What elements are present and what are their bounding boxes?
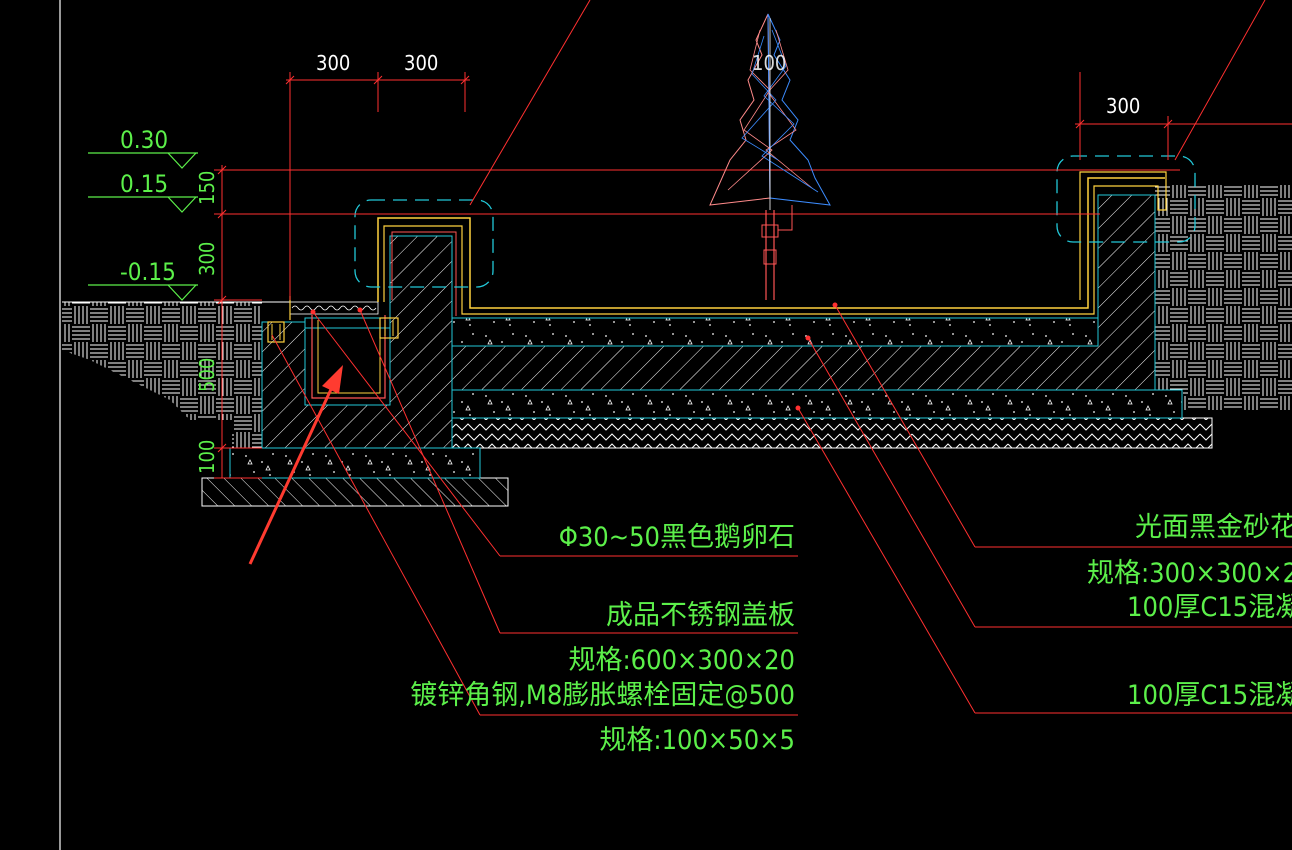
dim-label: 300 xyxy=(404,51,438,75)
dim-vertical: 500 xyxy=(195,358,219,392)
note-granite-spec: 规格:300×300×20 xyxy=(1087,558,1292,589)
note-concrete-1: 100厚C15混凝土 xyxy=(1127,592,1292,623)
dimension-lines xyxy=(214,0,1292,716)
note-cover-spec: 规格:600×300×20 xyxy=(568,645,795,676)
dim-vertical: 300 xyxy=(195,242,219,276)
note-pebbles: Φ30~50黑色鹅卵石 xyxy=(559,522,795,553)
dim-vertical: 100 xyxy=(195,440,219,474)
note-cover: 成品不锈钢盖板 xyxy=(606,600,795,631)
level-label: -0.15 xyxy=(120,258,176,286)
ground-right xyxy=(1155,185,1292,410)
fountain-plume xyxy=(709,13,831,300)
pool-structure xyxy=(451,194,1156,391)
dim-label: 100 xyxy=(752,51,786,75)
pebble-strip xyxy=(289,301,379,315)
level-label: 0.30 xyxy=(120,126,168,154)
note-angle-spec: 规格:100×50×5 xyxy=(599,725,795,756)
coping-outline xyxy=(354,155,1196,288)
level-label: 0.15 xyxy=(120,170,168,198)
leader-dots xyxy=(310,302,838,411)
note-concrete-2: 100厚C15混凝土 xyxy=(1127,680,1292,711)
angle-steel xyxy=(267,296,399,343)
note-granite: 光面黑金砂花岗岩 xyxy=(1135,512,1292,543)
note-angle-steel: 镀锌角钢,M8膨胀螺栓固定@500 xyxy=(410,680,795,711)
level-symbols xyxy=(88,152,198,301)
granite-finish xyxy=(377,171,1167,316)
dim-label: 300 xyxy=(316,51,350,75)
ground-left xyxy=(62,301,290,450)
annotation-arrow xyxy=(248,365,343,565)
dim-label: 300 xyxy=(1106,94,1140,118)
dim-vertical: 150 xyxy=(195,171,219,205)
